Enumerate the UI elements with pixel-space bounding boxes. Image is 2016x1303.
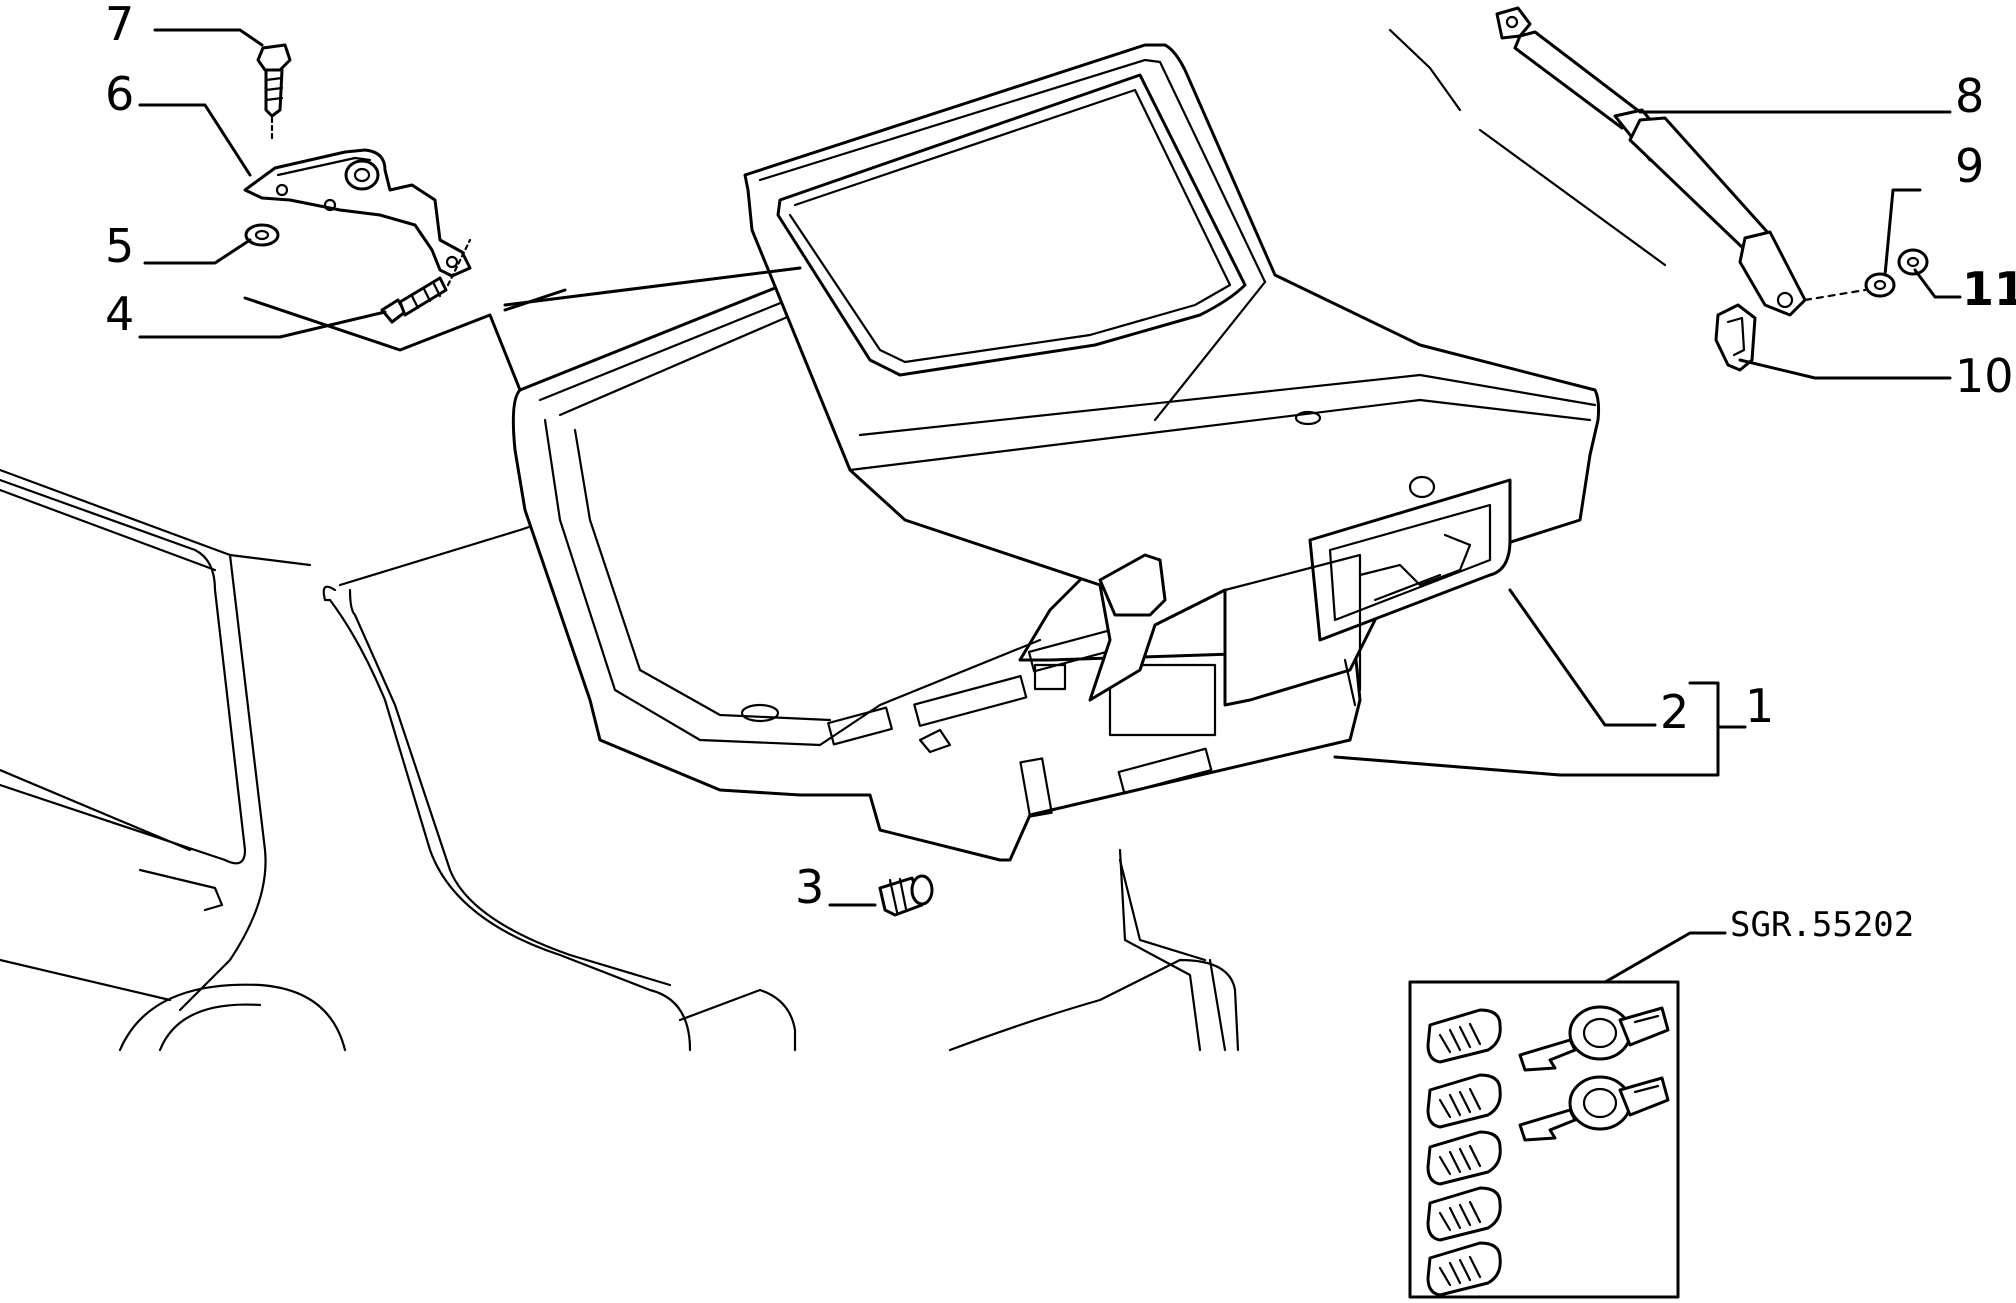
keys <box>1518 1005 1670 1142</box>
callout-5: 5 <box>105 219 134 273</box>
strut-bracket-and-fasteners <box>1714 248 1929 372</box>
tailgate-assembly <box>511 43 1601 862</box>
callout-11: 11 <box>1962 262 2016 316</box>
callout-8: 8 <box>1955 69 1984 123</box>
callout-leaders <box>138 28 1962 987</box>
bump-stop <box>878 874 934 917</box>
callout-7: 7 <box>105 0 134 51</box>
callout-4: 4 <box>105 287 134 341</box>
gas-strut <box>1388 6 1807 317</box>
lock-cylinders <box>1426 1008 1502 1297</box>
hinge-reference-lines <box>243 266 802 392</box>
callout-labels: 7 6 5 4 8 9 11 10 2 1 3 SGR.55202 <box>105 0 2016 945</box>
lock-kit-box <box>1408 980 1680 1299</box>
callout-1: 1 <box>1745 679 1774 733</box>
hinge-assembly <box>243 43 472 324</box>
callout-10: 10 <box>1955 349 2014 403</box>
callout-9: 9 <box>1955 139 1984 193</box>
callout-3: 3 <box>795 860 824 914</box>
callout-2: 2 <box>1660 685 1689 739</box>
reference-code: SGR.55202 <box>1730 905 1914 945</box>
callout-6: 6 <box>105 67 134 121</box>
